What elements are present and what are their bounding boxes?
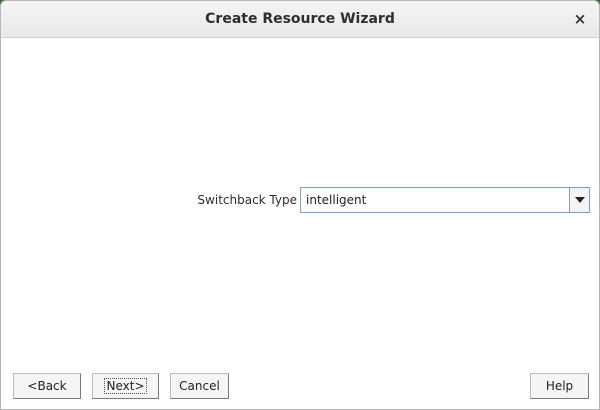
switchback-type-label: Switchback Type [197,193,297,207]
back-button[interactable]: <Back [13,373,81,399]
switchback-type-select[interactable]: intelligent [300,187,590,213]
switchback-type-value: intelligent [306,193,367,207]
dropdown-button[interactable] [569,188,589,212]
dialog-title: Create Resource Wizard [205,11,395,27]
title-bar: Create Resource Wizard × [1,1,599,38]
next-button-label: Next> [104,378,147,394]
help-button[interactable]: Help [530,373,589,399]
cancel-button[interactable]: Cancel [170,373,229,399]
chevron-down-icon [575,197,585,203]
next-button[interactable]: Next> [92,373,159,399]
wizard-content: Switchback Type intelligent [1,39,599,361]
close-icon[interactable]: × [573,10,587,28]
